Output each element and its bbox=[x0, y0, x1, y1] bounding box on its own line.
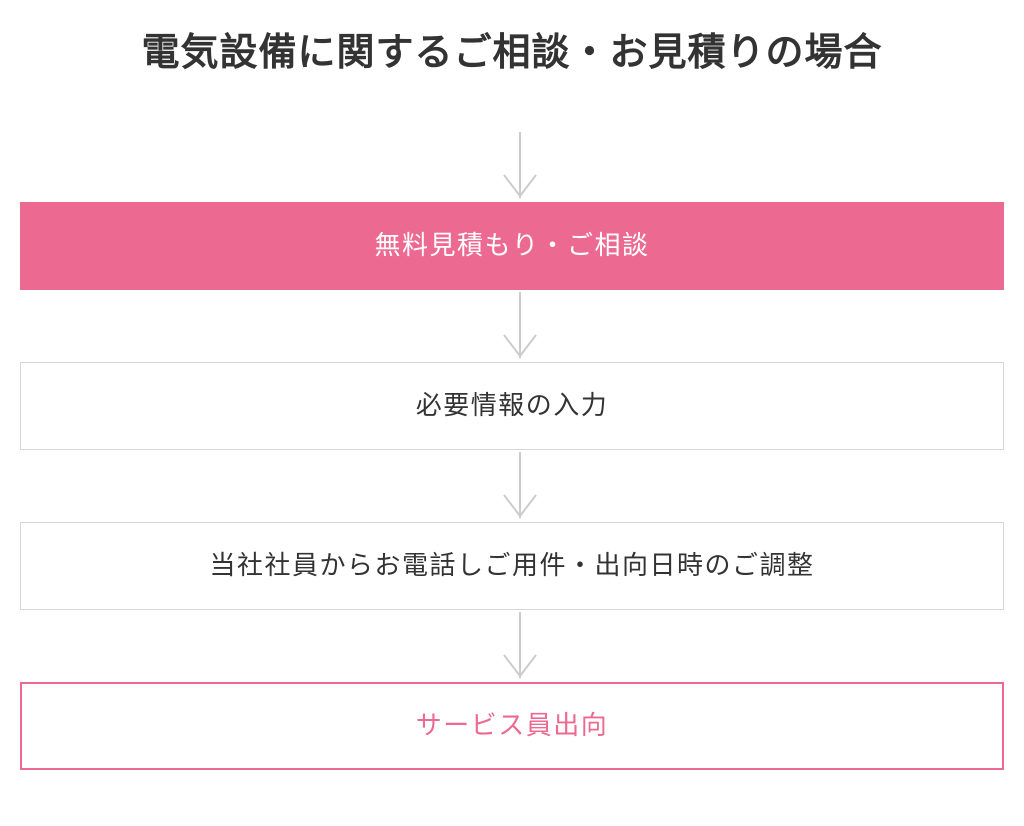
flow-arrow-1 bbox=[20, 130, 1004, 202]
arrow-down-icon bbox=[503, 654, 537, 678]
flow-arrow-3 bbox=[20, 450, 1004, 522]
flow-step-1-label: 無料見積もり・ご相談 bbox=[374, 230, 650, 261]
flow-step-3[interactable]: 当社社員からお電話しご用件・出向日時のご調整 bbox=[20, 522, 1004, 610]
arrow-down-icon bbox=[503, 334, 537, 358]
arrow-down-icon bbox=[503, 494, 537, 518]
page-title: 電気設備に関するご相談・お見積りの場合 bbox=[141, 32, 883, 74]
flow-arrow-4 bbox=[20, 610, 1004, 682]
flow-step-3-label: 当社社員からお電話しご用件・出向日時のご調整 bbox=[209, 550, 815, 581]
arrow-shaft bbox=[519, 132, 521, 198]
arrow-shaft bbox=[519, 292, 521, 358]
arrow-shaft bbox=[519, 452, 521, 518]
flow-steps-container: 無料見積もり・ご相談 必要情報の入力 当社社員か bbox=[20, 130, 1004, 770]
flow-step-4-label: サービス員出向 bbox=[415, 710, 609, 741]
flow-step-2-label: 必要情報の入力 bbox=[415, 390, 609, 421]
flow-step-1[interactable]: 無料見積もり・ご相談 bbox=[20, 202, 1004, 290]
flow-step-4[interactable]: サービス員出向 bbox=[20, 682, 1004, 770]
flow-step-2[interactable]: 必要情報の入力 bbox=[20, 362, 1004, 450]
arrow-down-icon bbox=[503, 174, 537, 198]
flow-arrow-2 bbox=[20, 290, 1004, 362]
arrow-shaft bbox=[519, 612, 521, 678]
